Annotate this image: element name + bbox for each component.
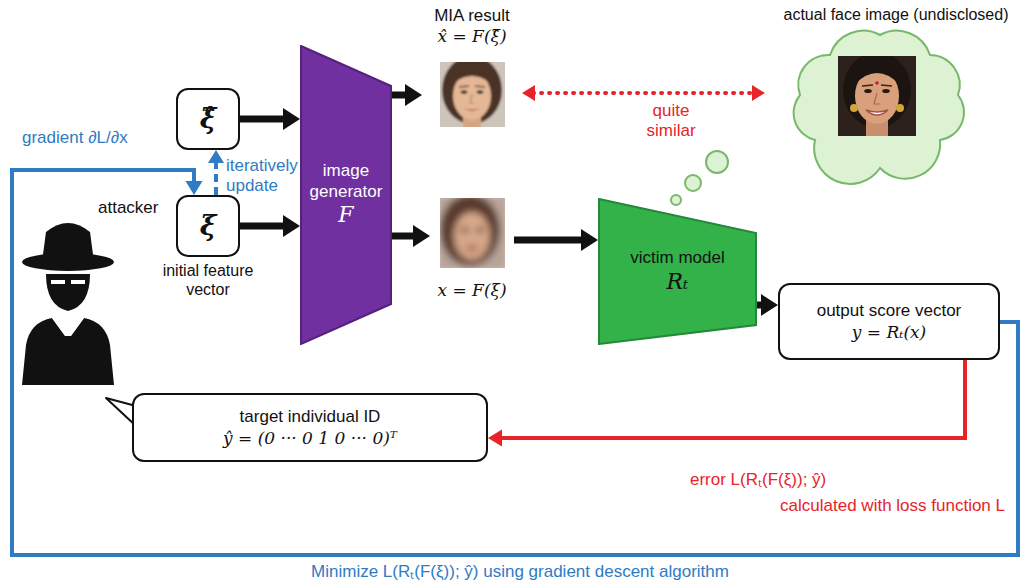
connector-line xyxy=(500,360,965,438)
thought-cloud xyxy=(794,31,964,184)
hair xyxy=(442,62,502,124)
generated-face xyxy=(440,198,505,268)
arrow-connector xyxy=(757,294,778,316)
reconstructed-face xyxy=(440,62,505,127)
earring xyxy=(896,104,904,112)
hair xyxy=(440,198,500,266)
arrow-connector xyxy=(240,108,300,130)
node-title: actual face image (undisclosed) xyxy=(783,5,1008,24)
thought-dot xyxy=(671,195,681,205)
connector-line xyxy=(240,223,286,230)
edge-label: gradient ∂L/∂x xyxy=(22,128,162,148)
connector-line xyxy=(214,161,218,195)
brows xyxy=(459,86,485,87)
thought-dot xyxy=(685,175,701,191)
connector-line xyxy=(392,233,416,240)
fringe xyxy=(455,69,489,82)
fringe xyxy=(855,64,899,84)
generated-image: x = F(ξ) xyxy=(430,196,514,300)
node-text: F xyxy=(338,202,353,228)
trapezoid xyxy=(301,46,391,344)
connector-line xyxy=(514,237,584,244)
arrow-connector xyxy=(488,360,965,447)
node-text: Rₜ xyxy=(667,269,689,295)
node-title: ξ xyxy=(200,209,217,243)
thought-bubble: actual face image (undisclosed) xyxy=(765,5,1027,175)
node-title: MIA result xyxy=(434,6,510,26)
caption-text: Minimize L(Rₜ(F(ξ)); ŷ) using gradient d… xyxy=(195,562,845,582)
glasses xyxy=(71,280,85,284)
node-text: initial feature vector xyxy=(146,261,270,299)
trapezoid xyxy=(599,199,756,344)
face-background xyxy=(440,198,505,268)
annotation-text: calculated with loss function L xyxy=(735,496,1005,516)
node-text: y = Rₜ(x) xyxy=(852,322,927,342)
speech-bubble: target individual IDŷ = (0 ··· 0 1 0 ···… xyxy=(132,393,488,462)
attacker-head xyxy=(46,274,90,311)
attacker-body xyxy=(22,318,114,385)
connector-line xyxy=(757,302,764,309)
arrow-connector xyxy=(240,215,300,237)
arrow-connector xyxy=(392,84,422,106)
smile xyxy=(866,110,888,115)
actor-label: attacker xyxy=(98,198,170,218)
earring xyxy=(850,104,858,112)
eye xyxy=(882,89,890,93)
edge-label: quite similar xyxy=(636,101,706,142)
node-text: x̂ = F(ξ̂) xyxy=(437,26,506,46)
hat-crown xyxy=(42,223,94,262)
connector-line xyxy=(533,91,754,95)
connector-line xyxy=(12,170,1018,555)
brows xyxy=(862,85,892,86)
bindi xyxy=(875,81,879,85)
node-title: output score vector xyxy=(817,301,962,321)
eye xyxy=(477,90,484,94)
arrow-connector xyxy=(208,150,224,195)
victim-model: victim modelRₜ xyxy=(598,198,757,345)
connector-line xyxy=(240,116,286,123)
node-title: x = F(ξ) xyxy=(437,280,506,300)
attacker-icon xyxy=(22,223,114,385)
mia-result-image: MIA resultx̂ = F(ξ̂) xyxy=(422,6,522,131)
eye xyxy=(476,228,484,233)
arrow-connector xyxy=(522,85,765,101)
feature-vector-box: ξinitial feature vector xyxy=(176,195,240,257)
edge-label: error L(Rₜ(F(ξ)); ŷ) xyxy=(690,470,990,490)
eye xyxy=(461,90,468,94)
connector-line xyxy=(392,92,408,99)
eye xyxy=(461,228,469,233)
arrow-connector xyxy=(12,170,1018,555)
thought-dot xyxy=(706,151,728,173)
nose xyxy=(874,93,880,104)
arrowhead xyxy=(752,85,765,101)
hair xyxy=(843,56,911,128)
edge-label: iteratively update xyxy=(226,156,298,197)
node-title: target individual ID xyxy=(240,407,381,427)
arrow-connector xyxy=(514,229,598,251)
tie xyxy=(63,336,73,368)
arrow-connector xyxy=(392,225,430,247)
node-text: ŷ = (0 ··· 0 1 0 ··· 0)ᵀ xyxy=(223,428,397,448)
image-generator: image generatorF xyxy=(300,45,392,345)
feature-vector-box: ξ̂ xyxy=(176,88,240,150)
output-box: output score vectory = Rₜ(x) xyxy=(778,283,1000,360)
mouth xyxy=(464,108,480,111)
glasses xyxy=(51,280,65,284)
node-title: ξ̂ xyxy=(200,102,217,136)
node-title: victim model xyxy=(630,248,724,268)
node-title: image generator xyxy=(304,161,388,202)
nose xyxy=(470,94,474,103)
face xyxy=(454,212,490,260)
eye xyxy=(864,89,872,93)
mouth xyxy=(465,246,479,251)
actual-face xyxy=(838,56,916,136)
